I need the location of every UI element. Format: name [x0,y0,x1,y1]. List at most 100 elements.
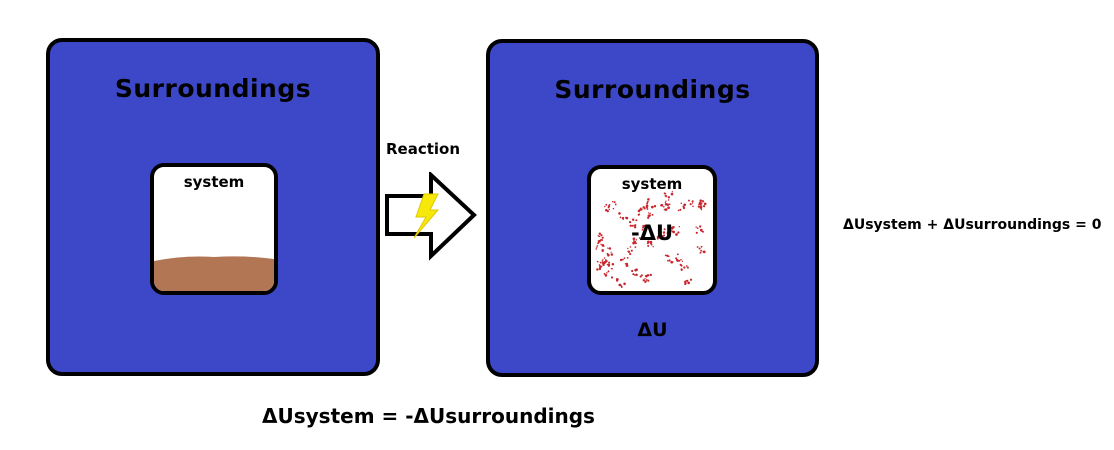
energy-speck [633,225,637,229]
energy-speck [623,257,626,259]
energy-speck [628,220,632,224]
energy-speck [699,206,703,209]
energy-speck [667,206,670,210]
energy-speck [662,231,666,234]
energy-speck [638,213,641,215]
energy-speck [702,250,706,254]
energy-speck [700,208,703,211]
energy-speck [643,207,646,210]
energy-speck [653,205,657,208]
energy-speck [697,205,701,208]
energy-speck [667,196,671,199]
energy-speck [638,237,641,239]
energy-speck [695,226,697,228]
energy-speck [698,203,700,206]
energy-speck [619,258,623,262]
energy-speck [598,232,602,235]
energy-sum-equation: ΔUsystem + ΔUsurroundings = 0 [843,217,1102,233]
energy-speck [627,250,631,253]
energy-speck [645,204,649,208]
energy-speck [678,259,681,262]
energy-speck [622,218,625,220]
energy-equality-equation: ΔUsystem = -ΔUsurroundings [262,404,595,428]
energy-speck [677,209,680,212]
energy-speck [669,231,672,234]
energy-speck [599,261,602,264]
energy-speck [651,213,654,216]
energy-speck [629,246,632,248]
surroundings-after-label: Surroundings [554,75,751,104]
energy-speck [601,248,604,251]
energy-speck [596,260,599,263]
energy-speck [624,262,627,265]
energy-speck [632,241,635,245]
energy-speck [667,228,670,230]
energy-speck [683,266,686,269]
energy-speck [701,200,705,203]
energy-speck [632,237,636,240]
energy-speck [600,265,603,268]
energy-speck [650,206,653,208]
energy-speck [680,258,682,261]
reaction-label: Reaction [386,140,461,158]
energy-speck [671,229,673,231]
energy-speck [610,251,612,254]
energy-speck [703,202,707,206]
energy-speck [689,203,692,206]
energy-speck [627,247,629,250]
energy-speck [600,243,602,245]
energy-speck [692,205,694,207]
energy-speck [618,212,621,215]
energy-speck [635,273,638,276]
surroundings-after: Surroundings system -ΔU ΔU [486,39,819,377]
energy-speck [604,209,607,211]
energy-speck [686,279,689,283]
energy-speck [604,274,608,277]
energy-speck [667,199,670,201]
energy-speck [700,230,703,232]
energy-speck [647,240,650,244]
energy-speck [639,209,641,211]
energy-speck [663,228,666,231]
energy-speck [696,246,699,248]
energy-speck [625,216,627,219]
energy-speck [640,207,642,209]
energy-speck [600,234,603,237]
energy-speck [642,279,646,282]
energy-speck [696,227,699,230]
energy-speck [695,231,698,234]
energy-speck [666,232,669,235]
energy-speck [634,242,637,245]
energy-speck [691,202,694,204]
energy-speck [621,258,624,261]
system-energy-change: -ΔU [630,221,674,245]
energy-speck [647,245,650,247]
energy-speck [634,274,637,276]
energy-speck [671,226,674,229]
energy-speck [667,255,670,258]
energy-speck [601,239,604,241]
energy-speck [670,192,674,196]
energy-speck [644,224,647,227]
energy-speck [598,267,602,271]
system-before: system [150,163,278,295]
energy-speck [601,244,605,247]
energy-speck [645,279,648,281]
energy-speck [646,202,649,205]
energy-speck [629,252,632,256]
energy-speck [664,192,667,195]
energy-speck [612,207,615,210]
energy-speck [598,235,601,238]
energy-speck [668,226,671,229]
energy-speck [664,208,668,211]
energy-speck [596,245,599,247]
energy-speck [682,206,686,210]
energy-speck [646,203,648,205]
energy-speck [634,224,637,227]
energy-speck [685,265,688,267]
energy-speck [602,259,604,261]
energy-speck [661,235,664,238]
energy-speck [668,203,671,205]
energy-speck [602,264,605,267]
surroundings-before: Surroundings system [46,38,380,376]
